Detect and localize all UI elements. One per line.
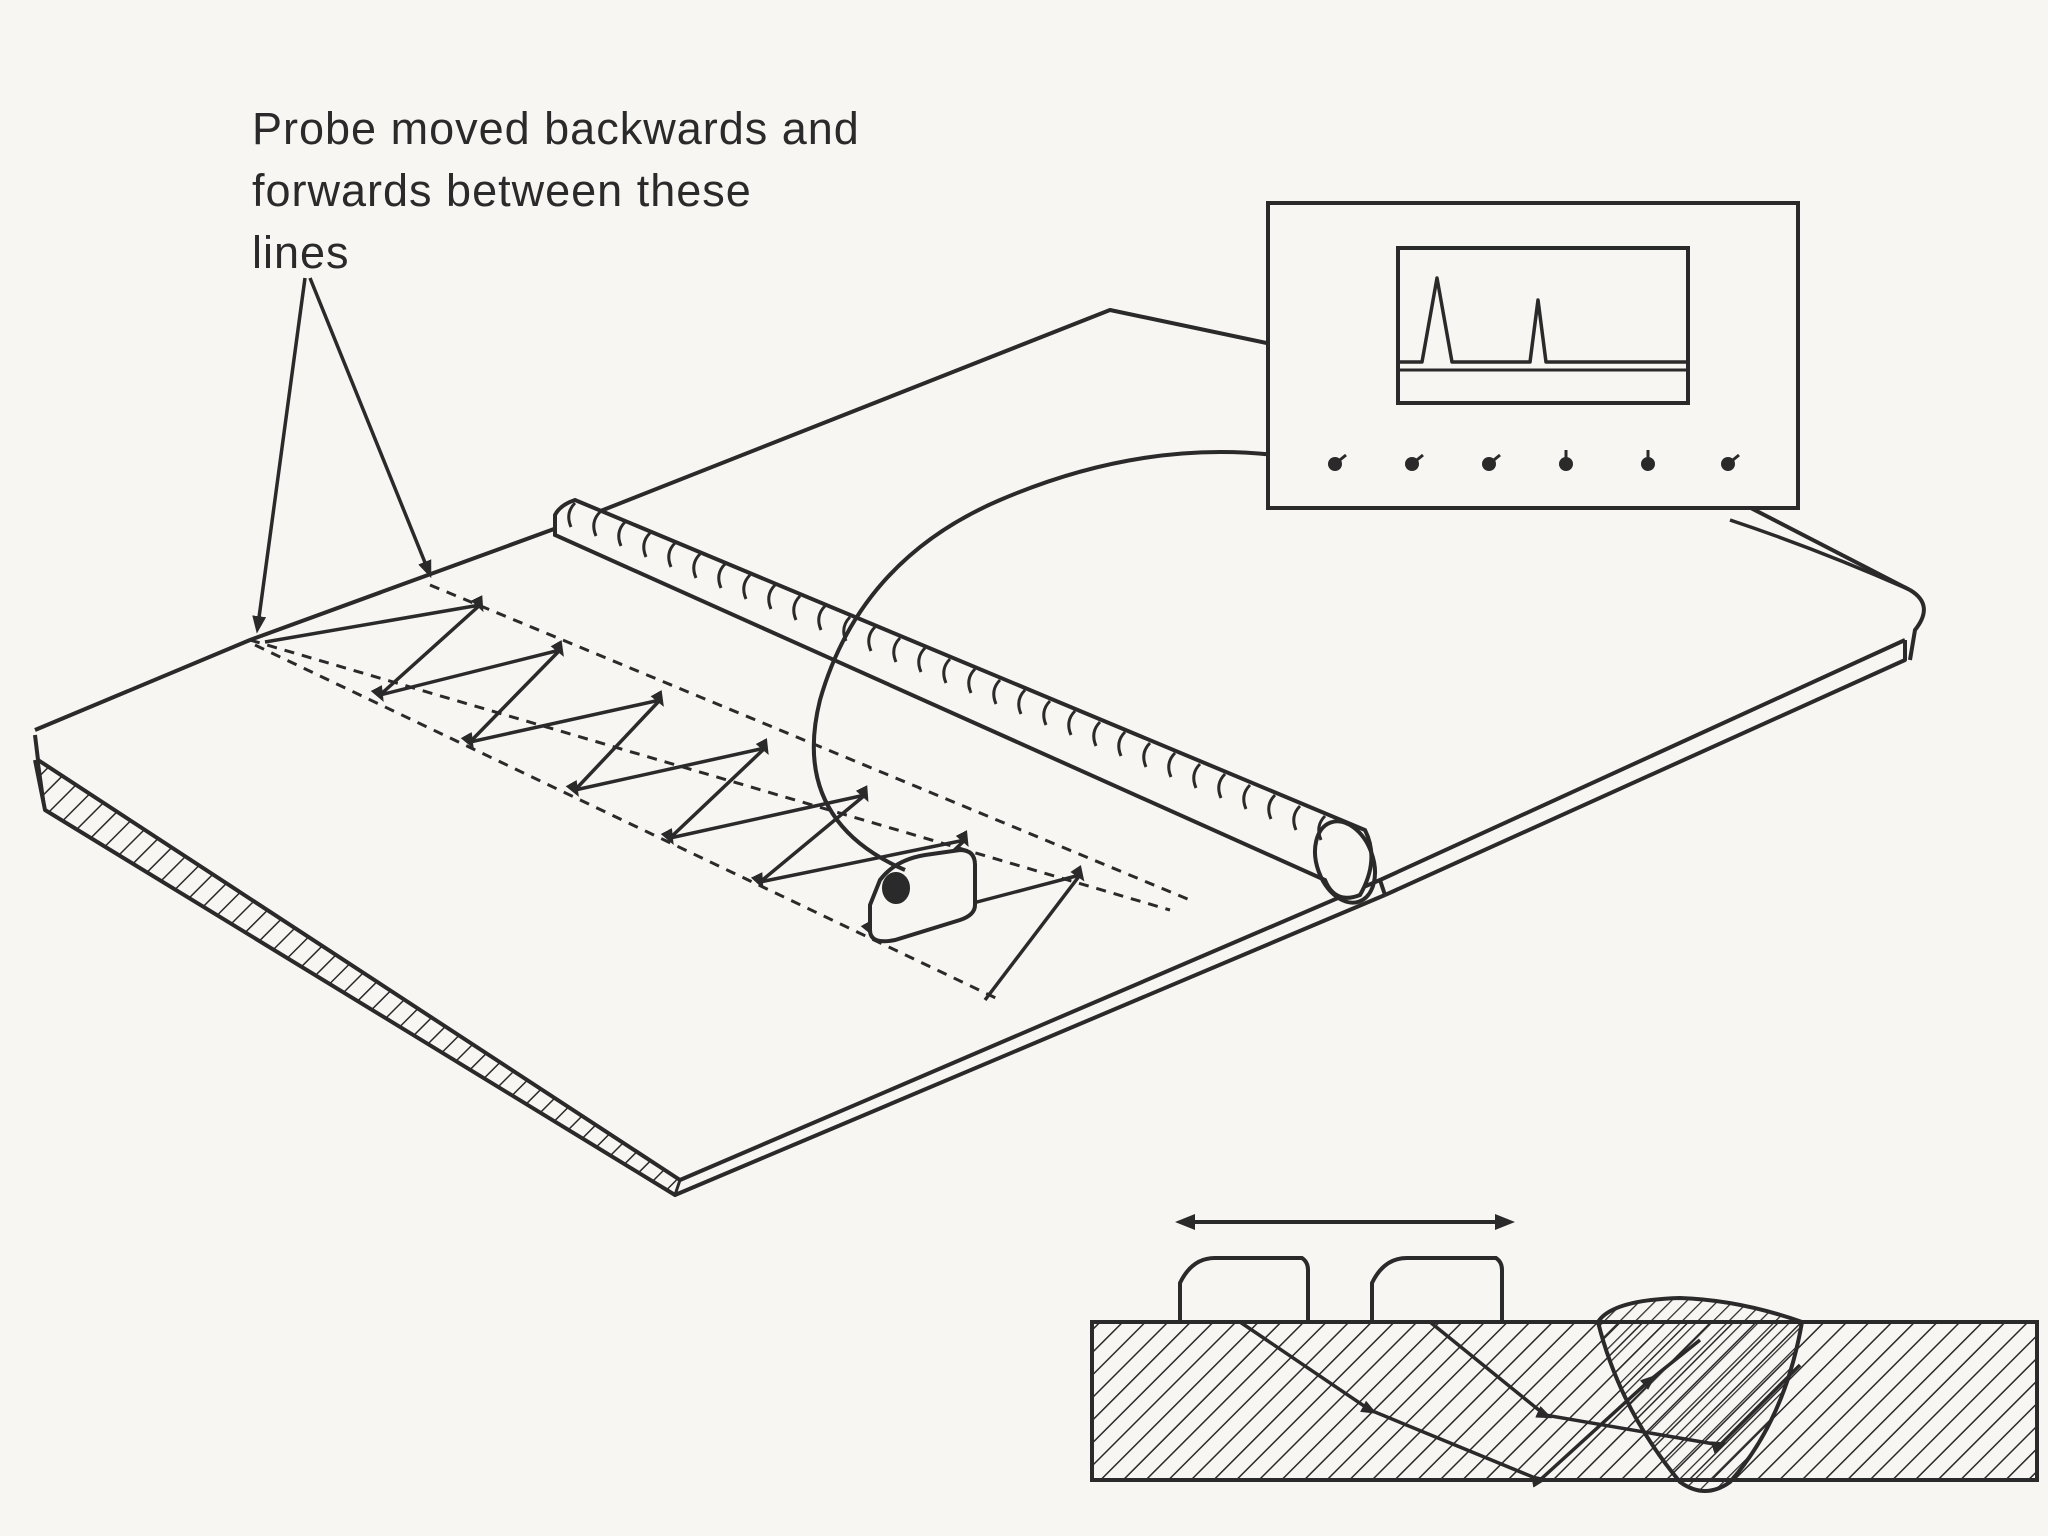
- annotation-line-1: Probe moved backwards and: [252, 103, 860, 154]
- control-knob-icon: [1405, 453, 1424, 471]
- annotation-line-3: lines: [252, 227, 350, 278]
- control-knob-icon: [1559, 450, 1573, 471]
- probe-position-2: [1370, 1256, 1504, 1322]
- weld-bead: [553, 497, 1377, 905]
- annotation-line-2: forwards between these: [252, 165, 752, 216]
- flaw-detector: [1266, 201, 1911, 592]
- echo-trace: [1400, 276, 1686, 364]
- probe-movement-annotation: Probe moved backwards and forwards betwe…: [252, 98, 1012, 284]
- probe-cable: [811, 450, 1276, 872]
- control-knob-icon: [1721, 453, 1740, 471]
- plate-cross-section: [36, 756, 682, 1198]
- caption-leader-lines: [252, 277, 432, 634]
- control-knob-icon: [1641, 450, 1655, 471]
- control-knobs: [1328, 450, 1740, 471]
- control-knob-icon: [1328, 453, 1347, 471]
- angle-probe-icon: [868, 847, 977, 944]
- cross-section-detail: [1090, 1214, 2039, 1493]
- probe-position-1: [1178, 1256, 1310, 1322]
- control-knob-icon: [1482, 453, 1501, 471]
